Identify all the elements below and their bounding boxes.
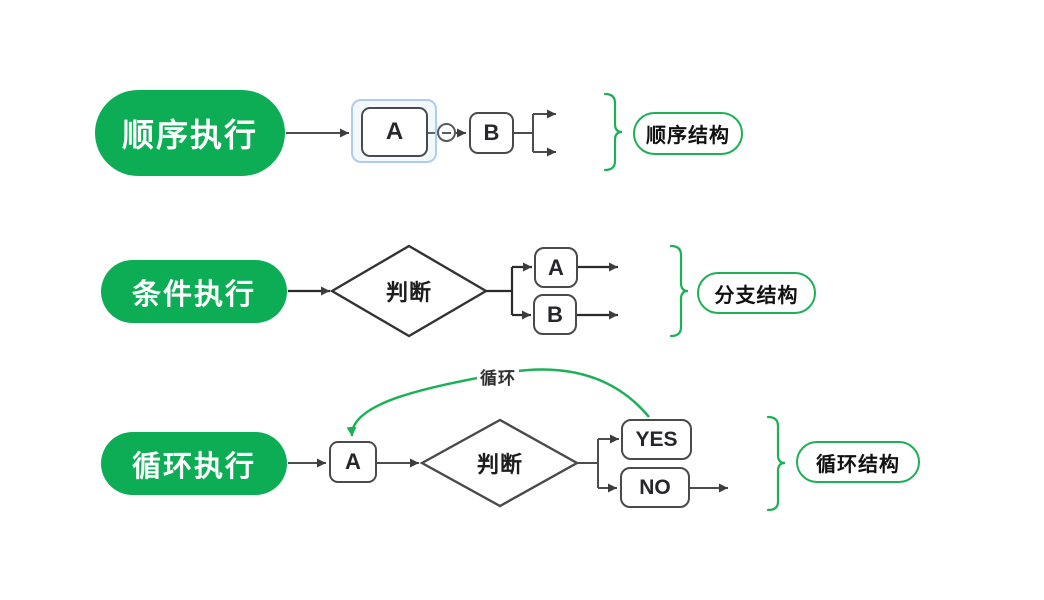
brace-sequence <box>603 92 623 172</box>
minus-glyph <box>442 131 451 134</box>
topic-sequence-label: 顺序执行 <box>121 117 258 153</box>
node-b-label: B <box>483 120 500 145</box>
node-a-sequence[interactable]: A <box>361 107 428 157</box>
topic-sequence[interactable]: 顺序执行 <box>95 90 285 176</box>
topic-condition[interactable]: 条件执行 <box>101 260 287 323</box>
topic-loop[interactable]: 循环执行 <box>101 432 287 495</box>
branch-a-box[interactable]: A <box>534 247 578 288</box>
brace-branch <box>669 244 689 338</box>
diamond-loop-label[interactable]: 判断 <box>445 450 555 477</box>
result-branch[interactable]: 分支结构 <box>697 272 816 314</box>
branch-yes-box[interactable]: YES <box>621 419 692 460</box>
node-b-sequence[interactable]: B <box>469 112 514 154</box>
diamond-loop-text: 判断 <box>476 452 523 477</box>
diamond-condition-label[interactable]: 判断 <box>354 278 464 305</box>
brace-loop <box>766 415 786 512</box>
result-branch-label: 分支结构 <box>714 284 799 307</box>
node-a-loop[interactable]: A <box>329 441 377 483</box>
node-a-loop-label: A <box>345 449 361 474</box>
branch-yes-label: YES <box>635 427 678 451</box>
diamond-condition-text: 判断 <box>385 280 432 305</box>
node-a-label: A <box>385 118 404 145</box>
branch-a-label: A <box>548 254 564 280</box>
topic-loop-label: 循环执行 <box>131 450 256 483</box>
branch-b-label: B <box>547 301 563 327</box>
result-sequence-label: 顺序结构 <box>646 125 730 147</box>
connector-b-fork <box>514 114 534 152</box>
branch-no-box[interactable]: NO <box>620 467 690 508</box>
loop-edge-text: 循环 <box>480 368 516 388</box>
connector-diamond2-split <box>486 267 514 315</box>
collapse-minus-icon[interactable] <box>437 123 456 142</box>
branch-b-box[interactable]: B <box>533 294 577 335</box>
topic-condition-label: 条件执行 <box>131 278 256 311</box>
result-loop-label: 循环结构 <box>816 453 900 476</box>
connector-diamond3-split <box>577 439 599 488</box>
result-sequence[interactable]: 顺序结构 <box>633 112 743 155</box>
loop-edge-label: 循环 <box>477 365 519 388</box>
result-loop[interactable]: 循环结构 <box>796 441 920 483</box>
branch-no-label: NO <box>639 475 671 499</box>
